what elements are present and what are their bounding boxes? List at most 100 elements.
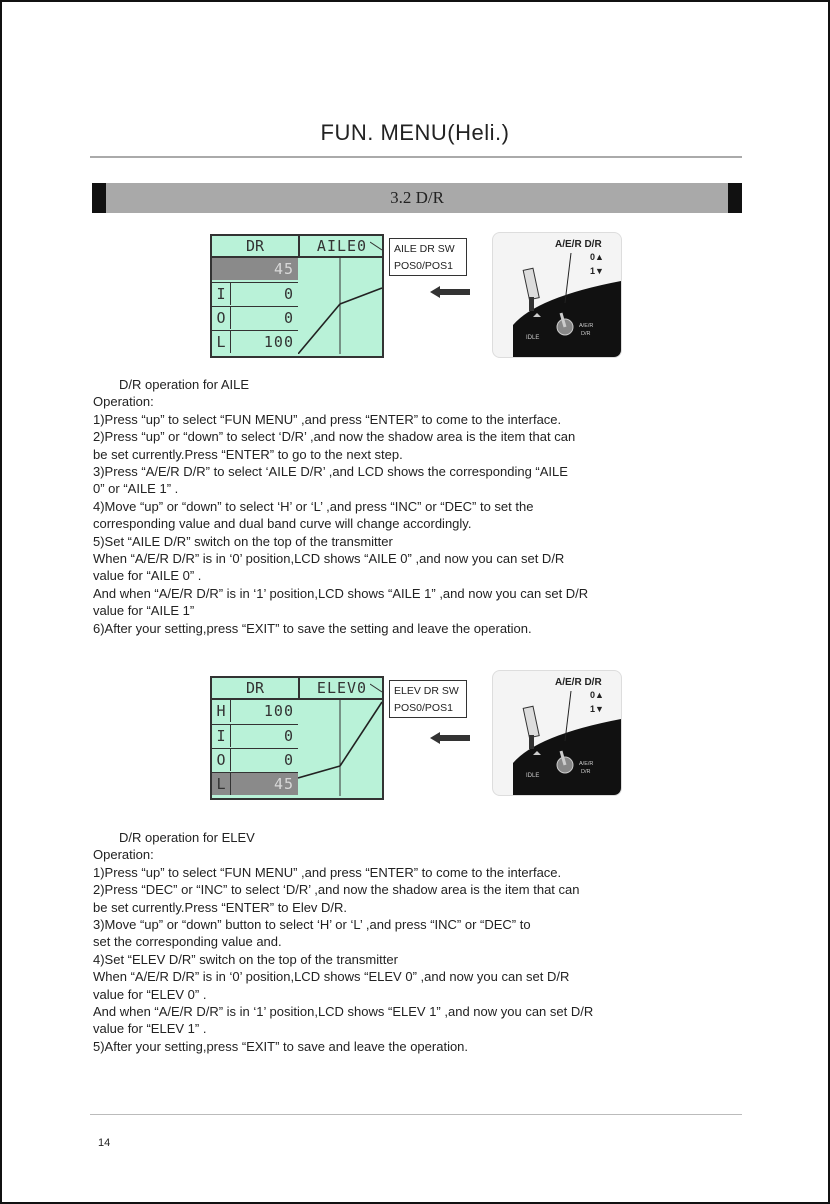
photo-position-0: 0▲: [590, 252, 604, 262]
instruction-line: be set currently.Press “ENTER” to go to …: [93, 446, 403, 462]
lcd-elev-row-i: I 0: [212, 724, 298, 747]
svg-text:D/R: D/R: [581, 331, 591, 337]
lcd-elev-row-l: L 45: [212, 772, 298, 795]
instruction-line: value for “AILE 1”: [93, 603, 195, 619]
photo-position-1: 1▼: [590, 704, 604, 714]
callout-elev-line1: ELEV DR SW: [394, 685, 459, 697]
lcd-elev-label: H: [212, 700, 231, 722]
svg-text:IDLE: IDLE: [526, 335, 539, 341]
instruction-line: 3)Press “A/E/R D/R” to select ‘AILE D/R’…: [93, 464, 568, 480]
left-arrow-icon: [430, 286, 470, 298]
photo-title: A/E/R D/R: [555, 677, 602, 688]
header-divider: [90, 156, 742, 158]
instruction-line: Operation:: [93, 394, 154, 410]
lcd-aile-value: 100: [263, 333, 294, 351]
callout-elev-switch: ELEV DR SW POS0/POS1: [389, 680, 467, 718]
curve-high-segment: [339, 701, 382, 767]
instruction-line: value for “AILE 0” .: [93, 568, 202, 584]
transmitter-switch-illustration: IDLE A/E/R D/R: [513, 690, 621, 795]
instruction-line: 1)Press “up” to select “FUN MENU” ,and p…: [93, 864, 562, 880]
lcd-aile-row-o: O 0: [212, 306, 298, 329]
instruction-line: And when “A/E/R D/R” is in ‘1’ position,…: [93, 1004, 594, 1020]
section-bar-right-cap: [728, 183, 742, 213]
left-arrow-icon: [430, 732, 470, 744]
instruction-line: 4)Move “up” or “down” to select ‘H’ or ‘…: [93, 498, 534, 514]
lcd-aile-value: 0: [283, 285, 294, 303]
lcd-aile-value: 45: [273, 260, 294, 278]
instruction-line: 6)After your setting,press “EXIT” to sav…: [93, 620, 532, 636]
lcd-aile-dr: DR AILE0 45 I 0 O 0 L 100: [210, 234, 384, 358]
instruction-line: 5)Set “AILE D/R” switch on the top of th…: [93, 533, 393, 549]
callout-pointer: [370, 683, 383, 693]
footer-divider: [90, 1114, 742, 1115]
lcd-elev-label: O: [212, 749, 231, 771]
svg-text:A/E/R: A/E/R: [579, 761, 593, 767]
instruction-line: When “A/E/R D/R” is in ‘0’ position,LCD …: [93, 969, 570, 985]
instruction-line: 0” or “AILE 1” .: [93, 481, 179, 497]
elev-heading: D/R operation for ELEV: [119, 830, 255, 845]
lcd-elev-value: 0: [283, 751, 294, 769]
instruction-line: set the corresponding value and.: [93, 934, 282, 950]
page-title: FUN. MENU(Heli.): [320, 120, 510, 145]
svg-text:A/E/R: A/E/R: [579, 323, 593, 329]
lcd-aile-header-dr: DR: [212, 236, 298, 258]
lcd-elev-label: I: [212, 725, 231, 747]
lcd-elev-label: L: [212, 773, 231, 795]
aile-heading: D/R operation for AILE: [119, 377, 250, 392]
lcd-elev-row-h: H 100: [212, 700, 298, 722]
lcd-aile-label: I: [212, 283, 231, 305]
lcd-elev-value: 45: [273, 775, 294, 793]
curve-low-segment: [298, 303, 341, 354]
lcd-elev-dr: DR ELEV0 H 100 I 0 O 0 L 45: [210, 676, 384, 800]
lcd-elev-header-channel: ELEV0: [298, 678, 384, 700]
lcd-aile-row-l: L 100: [212, 330, 298, 353]
instruction-line: 4)Set “ELEV D/R” switch on the top of th…: [93, 951, 398, 967]
section-title: 3.2 D/R: [390, 188, 444, 207]
lcd-aile-row-i: I 0: [212, 282, 298, 305]
section-bar: 3.2 D/R: [92, 183, 742, 213]
callout-pointer: [370, 241, 383, 251]
photo-title: A/E/R D/R: [555, 239, 602, 250]
instruction-line: Operation:: [93, 847, 154, 863]
callout-elev-line2: POS0/POS1: [394, 702, 453, 714]
transmitter-switch-photo: IDLE A/E/R D/R A/E/R D/R 0▲ 1▼: [492, 670, 622, 796]
lcd-elev-header-dr: DR: [212, 678, 298, 700]
instruction-line: 3)Move “up” or “down” button to select ‘…: [93, 917, 531, 933]
lcd-aile-label: L: [212, 331, 231, 353]
photo-position-0: 0▲: [590, 690, 604, 700]
instruction-line: 2)Press “up” or “down” to select ‘D/R’ ,…: [93, 429, 576, 445]
instruction-line: 5)After your setting,press “EXIT” to sav…: [93, 1038, 469, 1054]
aile-instructions: D/R operation for AILE Operation: 1)Pres…: [93, 376, 758, 637]
instruction-line: value for “ELEV 0” .: [93, 986, 207, 1002]
svg-text:IDLE: IDLE: [526, 773, 539, 779]
lcd-elev-value: 100: [263, 702, 294, 720]
instruction-line: be set currently.Press “ENTER” to Elev D…: [93, 899, 348, 915]
transmitter-switch-photo: IDLE A/E/R D/R A/E/R D/R 0▲ 1▼: [492, 232, 622, 358]
elev-instructions: D/R operation for ELEV Operation: 1)Pres…: [93, 829, 758, 1055]
instruction-line: corresponding value and dual band curve …: [93, 516, 472, 532]
transmitter-switch-illustration: IDLE A/E/R D/R: [513, 252, 621, 357]
curve-high-segment: [339, 287, 382, 305]
callout-aile-line1: AILE DR SW: [394, 243, 455, 255]
lcd-elev-row-o: O 0: [212, 748, 298, 771]
lcd-elev-curve-graph: [298, 700, 382, 796]
photo-position-1: 1▼: [590, 266, 604, 276]
instruction-line: And when “A/E/R D/R” is in ‘1’ position,…: [93, 585, 589, 601]
lcd-aile-row-h: 45: [212, 258, 298, 280]
lcd-aile-value: 0: [283, 309, 294, 327]
section-bar-left-cap: [92, 183, 106, 213]
instruction-line: 1)Press “up” to select “FUN MENU” ,and p…: [93, 411, 562, 427]
instruction-line: 2)Press “DEC” or “INC” to select ‘D/R’ ,…: [93, 882, 580, 898]
curve-low-segment: [298, 765, 341, 779]
lcd-aile-header-channel: AILE0: [298, 236, 384, 258]
callout-aile-line2: POS0/POS1: [394, 260, 453, 272]
lcd-aile-curve-graph: [298, 258, 382, 354]
instruction-line: value for “ELEV 1” .: [93, 1021, 207, 1037]
callout-aile-switch: AILE DR SW POS0/POS1: [389, 238, 467, 276]
svg-text:D/R: D/R: [581, 769, 591, 775]
lcd-aile-label: O: [212, 307, 231, 329]
page-number: 14: [98, 1137, 111, 1149]
instruction-line: When “A/E/R D/R” is in ‘0’ position,LCD …: [93, 551, 565, 567]
lcd-elev-value: 0: [283, 727, 294, 745]
